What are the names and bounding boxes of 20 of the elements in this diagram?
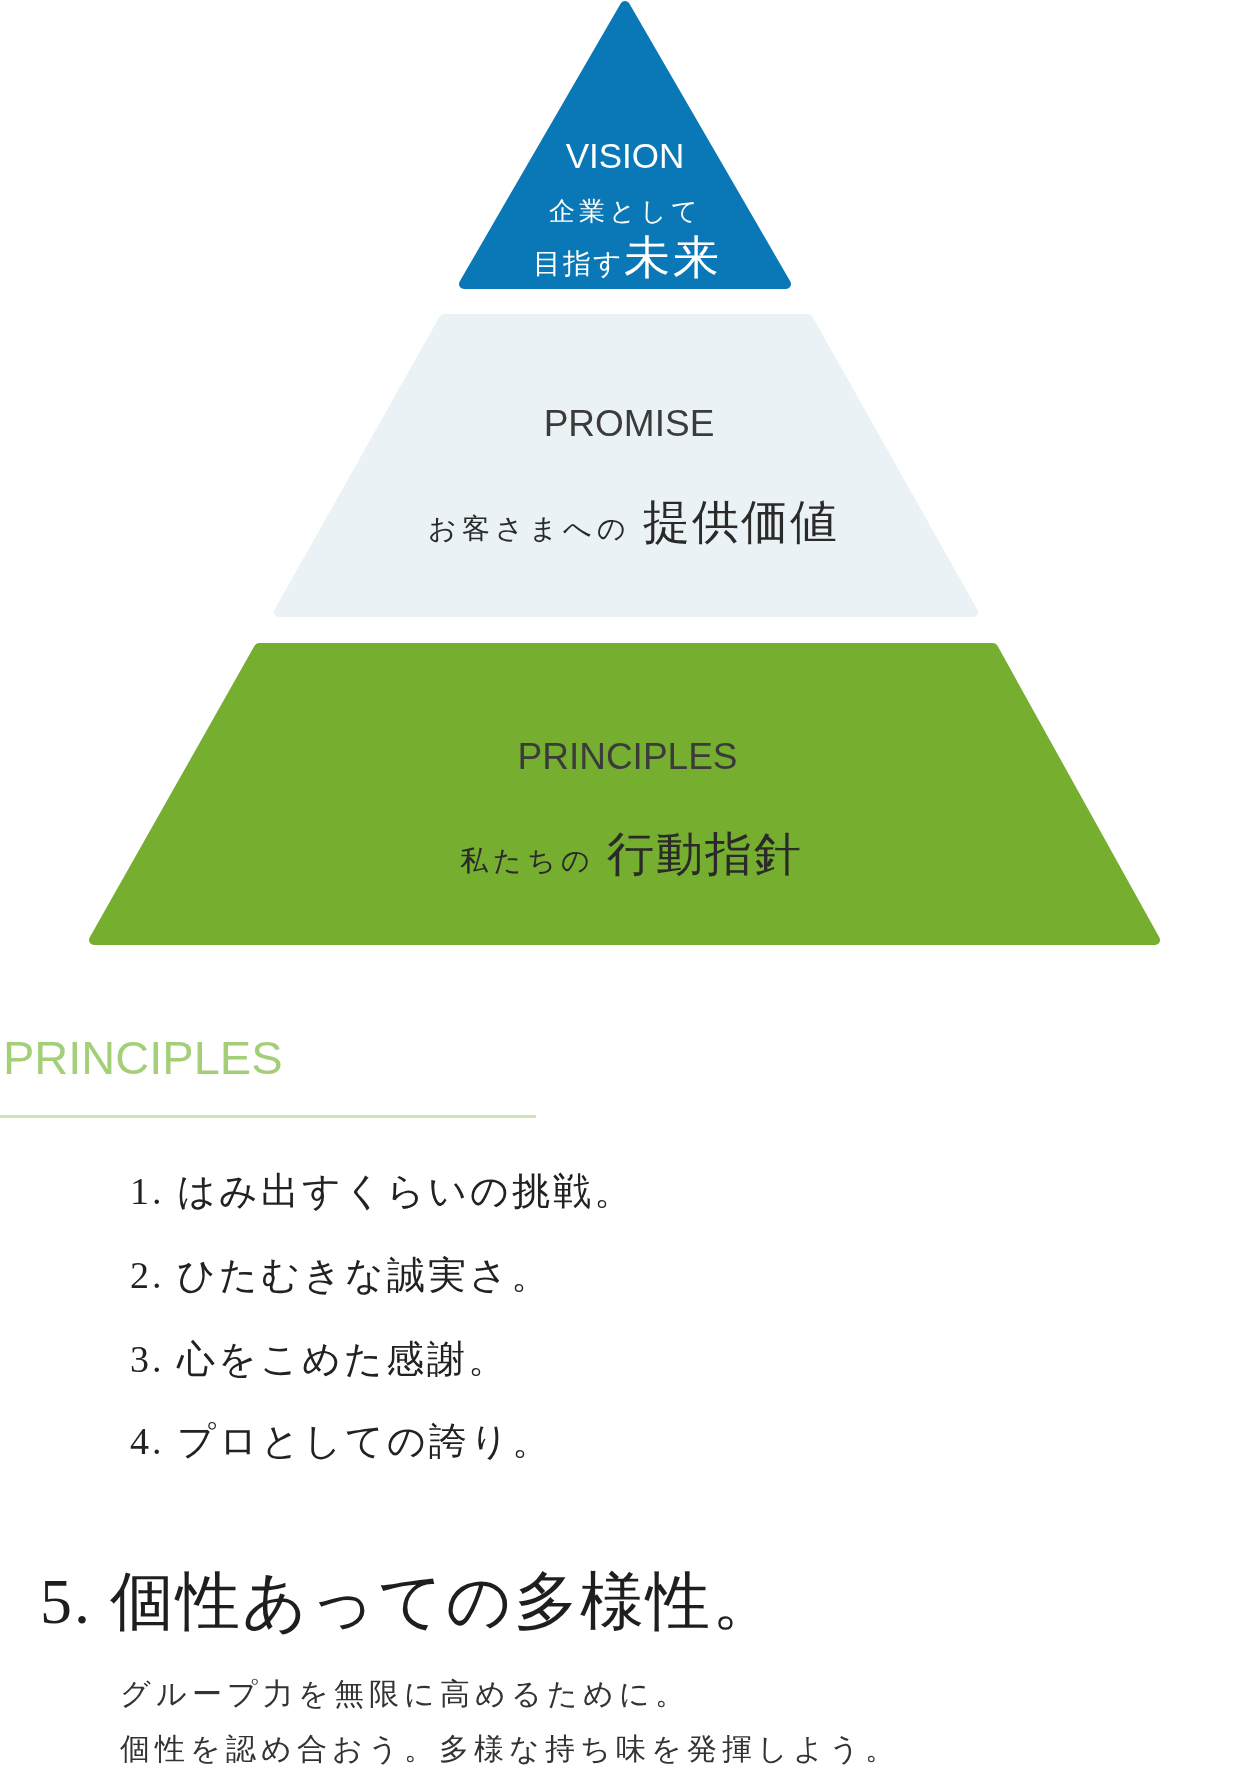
principle-item: 2. ひたむきな誠実さ。 [130, 1253, 552, 1299]
principle-item: 4. プロとしての誇り。 [130, 1419, 553, 1465]
principle-description: グループ力を無限に高めるために。 [120, 1676, 690, 1712]
principle-description: 個性を認め合おう。多様な持ち味を発揮しよう。 [120, 1731, 900, 1767]
vision-triangle [458, 0, 792, 290]
tier-title: 提供価値 [642, 495, 839, 549]
tier-title: 行動指針 [606, 827, 803, 881]
pyramid-base-tier [89, 643, 1160, 945]
tier-subtitle: 企業として [548, 197, 702, 227]
tier-subtitle: 私たちの [459, 845, 595, 878]
principle-item: 3. 心をこめた感謝。 [130, 1337, 509, 1383]
tier-heading: PROMISE [543, 402, 715, 446]
principle-item: 1. はみ出すくらいの挑戦。 [130, 1169, 635, 1215]
tier-heading: PRINCIPLES [517, 735, 738, 779]
section-heading: PRINCIPLES [3, 1029, 283, 1086]
principle-item: 5. 個性あっての多様性。 [40, 1564, 778, 1639]
tier-subtitle: 目指す [532, 247, 624, 280]
tier-subtitle: お客さまへの [427, 513, 631, 546]
tier-title: 未来 [623, 230, 722, 284]
tier-heading: VISION [565, 135, 685, 177]
